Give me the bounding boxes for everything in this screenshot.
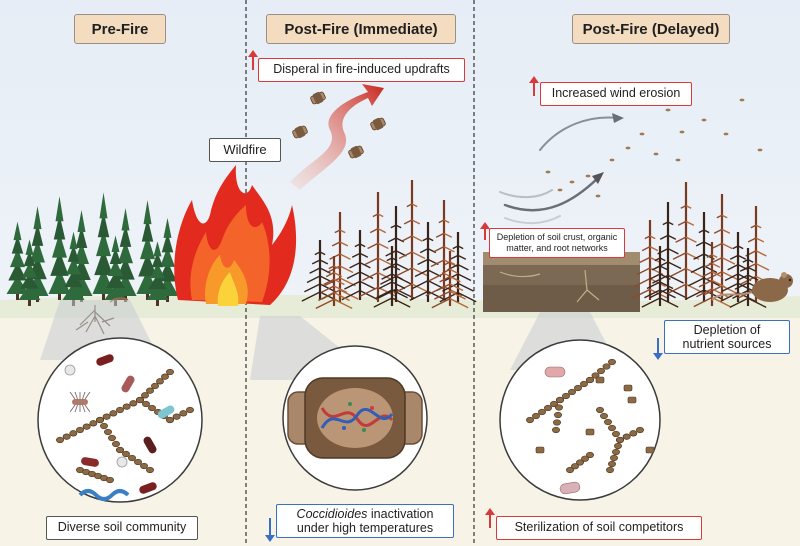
burned-tree xyxy=(341,230,379,301)
spore-icon xyxy=(370,117,386,131)
soil-particle xyxy=(701,118,707,122)
wind-erosion-label: Increased wind erosion xyxy=(540,82,692,106)
conifer-tree xyxy=(48,196,71,300)
spore-cell-icon xyxy=(64,364,76,376)
conifer-tree xyxy=(146,241,169,306)
header-post-fire-immediate: Post-Fire (Immediate) xyxy=(266,14,456,44)
bacterium-icon xyxy=(559,481,581,495)
spore-cell-icon xyxy=(116,456,128,468)
coccidioides-italic: Coccidioides xyxy=(296,507,368,521)
burned-forest xyxy=(301,180,477,310)
spore-icon xyxy=(645,446,655,454)
spore-icon xyxy=(348,145,364,159)
bacterium-icon xyxy=(157,405,175,419)
burned-tree xyxy=(641,246,679,308)
wind-streaks xyxy=(499,113,624,224)
rodent-icon xyxy=(711,272,793,302)
hypha-icon xyxy=(526,358,616,424)
soil-particle xyxy=(609,158,615,162)
inactivation-line2: under high temperatures xyxy=(296,521,434,535)
bacterium-icon xyxy=(143,436,157,454)
soil-particle xyxy=(653,152,659,156)
flagellated-bacterium-icon xyxy=(69,391,91,413)
soil-particle xyxy=(545,170,551,174)
soil-particle xyxy=(675,158,681,162)
bacterium-icon xyxy=(121,375,135,393)
soil-particle xyxy=(585,174,591,178)
nutrient-depletion-line2: nutrient sources xyxy=(682,337,772,351)
soil-particle xyxy=(639,132,645,136)
soil-particle xyxy=(679,130,685,134)
updraft-arrow xyxy=(290,84,384,190)
conifer-tree xyxy=(18,239,41,306)
soil-community-circle xyxy=(37,337,203,503)
conifer-tree xyxy=(156,217,179,302)
soil-particle xyxy=(723,132,729,136)
sterilization-increase-arrow-icon xyxy=(485,508,495,528)
diverse-soil-label: Diverse soil community xyxy=(46,516,198,540)
conifer-tree xyxy=(6,221,29,300)
burned-tree xyxy=(393,180,431,300)
surviving-hyphae xyxy=(526,358,655,495)
hypha-icon xyxy=(616,426,644,444)
header-post-fire-delayed: Post-Fire (Delayed) xyxy=(572,14,730,44)
eroded-soil-particles xyxy=(545,98,763,198)
soil-particle xyxy=(557,188,563,192)
spore-icon xyxy=(310,91,326,105)
inactivation-rest: inactivation xyxy=(367,507,434,521)
header-pre-fire: Pre-Fire xyxy=(74,14,166,44)
wildfire-label: Wildfire xyxy=(209,138,281,162)
nutrient-depletion-line1: Depletion of xyxy=(693,323,761,337)
sterile-soil-circle xyxy=(499,339,661,501)
bacterium-icon xyxy=(544,366,566,378)
sterilization-label: Sterilization of soil competitors xyxy=(496,516,702,540)
soil-microbes xyxy=(56,354,194,501)
spirochete-icon xyxy=(78,489,130,501)
inactivation-decrease-arrow-icon xyxy=(265,518,275,542)
wind-erosion-increase-arrow-icon xyxy=(529,76,539,96)
inactivation-line1: Coccidioides inactivation xyxy=(277,507,453,521)
dispersal-increase-arrow-icon xyxy=(248,50,258,70)
hypha-icon xyxy=(552,396,564,434)
conifer-tree xyxy=(104,235,127,306)
bacterium-icon xyxy=(81,457,99,467)
spore-icon xyxy=(623,384,633,392)
soil-particle xyxy=(739,98,745,102)
spore-icon xyxy=(292,125,308,139)
inactivated-spore-icon xyxy=(287,377,423,459)
soil-particle xyxy=(625,146,631,150)
spore-icon xyxy=(595,376,605,384)
soil-particle xyxy=(757,148,763,152)
arthroconidia-spores xyxy=(292,91,386,159)
burned-tree xyxy=(373,246,411,308)
soil-crust-increase-arrow-icon xyxy=(480,222,490,240)
soil-particle xyxy=(569,180,575,184)
bacterium-icon xyxy=(139,482,157,494)
spore-icon xyxy=(535,446,545,454)
sky xyxy=(0,0,800,305)
spore-icon xyxy=(585,428,595,436)
hypha-icon xyxy=(76,466,114,484)
burned-tree xyxy=(693,242,731,308)
burned-tree xyxy=(359,192,397,302)
inactivation-label: Coccidioides inactivation under high tem… xyxy=(276,504,454,538)
nutrient-depletion-label: Depletion of nutrient sources xyxy=(664,320,790,354)
soil-particle xyxy=(595,194,601,198)
spore-icon xyxy=(627,396,637,404)
soil-particle xyxy=(665,108,671,112)
soil-crust-label: Depletion of soil crust, organic matter,… xyxy=(489,228,625,258)
conifer-forest xyxy=(6,192,179,306)
soil-profile-block xyxy=(483,252,640,312)
hypha-icon xyxy=(96,416,154,474)
hypha-icon xyxy=(136,396,194,424)
hypha-icon xyxy=(566,451,594,474)
dispersal-label: Disperal in fire-induced updrafts xyxy=(258,58,465,82)
nutrient-decrease-arrow-icon xyxy=(653,338,663,360)
burned-tree xyxy=(431,251,469,309)
burned-tree xyxy=(315,256,353,310)
bacterium-icon xyxy=(96,354,114,366)
wildfire-flame-icon xyxy=(174,165,297,306)
